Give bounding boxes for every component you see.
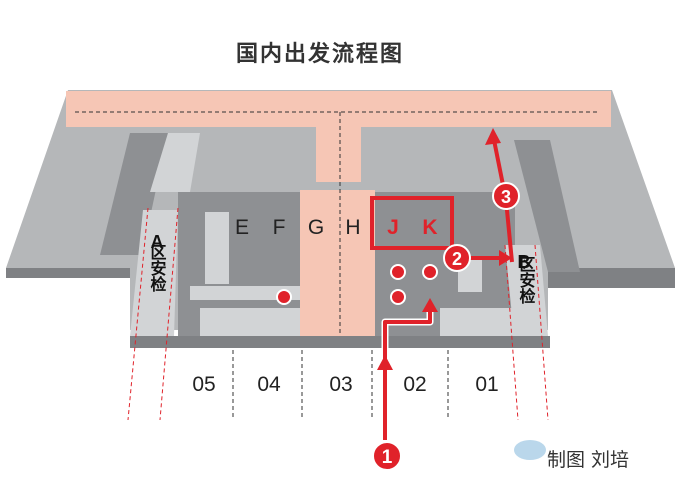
step-number: 2 [452,249,462,269]
counter-label-g: G [308,216,324,239]
arrow-head-up [422,298,438,312]
terminal-edge-front [130,336,550,348]
center-corridor-upper [316,127,361,182]
counter-label-j: J [387,216,399,239]
hall-right-floor [440,308,515,336]
credit-watermark: 制图 刘培 [514,440,629,471]
credit-text: 制图 刘培 [547,449,629,471]
door-label-04: 04 [257,373,281,396]
security-a-letter: A [151,232,164,252]
step-number: 3 [501,187,511,207]
left-wing-strip [100,133,168,255]
security-a-zone [130,210,178,336]
step-marker-1: 1 [372,441,402,471]
security-b-zone [505,245,548,336]
center-corridor-lower [300,190,375,336]
right-wing-strip [514,140,580,272]
counter-dot [390,289,406,305]
terminal-edge-left [6,268,130,278]
security-a-text: 区安检 [148,244,167,293]
counter-label-h: H [345,216,360,239]
counter-label-f: F [273,216,286,239]
arrow-head-right [499,250,512,266]
jk-highlight-box [370,196,454,250]
step-marker-2: 2 [443,244,471,272]
counter-dot [276,289,292,305]
cloud-icon [514,440,546,460]
map-title: 国内出发流程图 [235,42,404,67]
security-b-letter: B [518,252,531,272]
hall-left-floor [200,308,300,336]
hall-left-pillar [205,212,229,284]
door-label-02: 02 [403,373,426,396]
counter-label-k: K [422,216,437,239]
door-dividers [232,350,449,420]
counter-dots [276,264,438,305]
top-corridor [66,91,611,127]
door-label-05: 05 [192,373,215,396]
door-label-03: 03 [329,373,352,396]
security-b-text: 区安检 [517,256,536,305]
step-number: 1 [382,447,393,468]
counter-dot [422,264,438,280]
counter-label-e: E [235,216,249,239]
left-inner-strip [150,133,200,192]
step-marker-3: 3 [492,182,520,210]
arrow-head-entry [377,355,393,370]
hall-left-bar [190,286,300,300]
arrow-head-top [485,128,501,145]
door-label-01: 01 [475,373,498,396]
security-boundaries [127,207,549,421]
terminal-edge-right [548,268,675,288]
counter-dot [390,264,406,280]
